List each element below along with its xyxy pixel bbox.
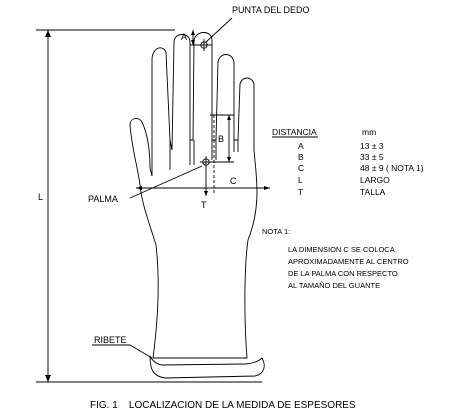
- table-row-key: A: [298, 141, 304, 151]
- table-header-mm: mm: [362, 127, 376, 137]
- figure-caption: FIG. 1 LOCALIZACION DE LA MEDIDA DE ESPE…: [90, 400, 356, 411]
- note-block: NOTA 1: LA DIMENSION C SE COLOCA APROXIM…: [262, 227, 409, 290]
- ribete-leader: [129, 344, 153, 359]
- note-line: APROXIMADAMENTE AL CENTRO: [288, 257, 409, 266]
- dim-l-arrow-top: [45, 30, 51, 37]
- note-line: LA DIMENSION C SE COLOCA: [288, 245, 395, 254]
- table-row-value: 13 ± 3: [360, 141, 384, 151]
- punta-leader: [205, 17, 233, 43]
- table-row-key: C: [298, 163, 304, 173]
- dim-l-label: L: [38, 192, 43, 202]
- dim-c-label: C: [230, 176, 237, 186]
- dim-a-arrow-bottom: [191, 40, 195, 45]
- table-row-value: TALLA: [360, 187, 386, 197]
- table-row-value: LARGO: [360, 175, 390, 185]
- dim-a-label: A: [181, 32, 187, 42]
- table-header-distancia: DISTANCIA: [272, 127, 317, 137]
- dim-b-label: B: [218, 134, 224, 144]
- note-title: NOTA 1:: [262, 227, 290, 236]
- dim-t-label: T: [201, 200, 207, 210]
- dim-a-arrow-top: [191, 30, 195, 35]
- table-row-key: T: [298, 187, 303, 197]
- palma-label: PALMA: [88, 194, 118, 204]
- finger-gap-lines: [169, 140, 239, 170]
- dim-c-arrow-left: [136, 186, 142, 190]
- table-row-key: B: [298, 152, 304, 162]
- dimension-table: DISTANCIA mm A 13 ± 3 B 33 ± 5 C 48 ± 9 …: [272, 127, 424, 197]
- ribete-label: RIBETE: [94, 335, 127, 345]
- table-row-key: L: [298, 175, 303, 185]
- cuff-ribete: [149, 355, 265, 379]
- table-row-value: 33 ± 5: [360, 152, 384, 162]
- punta-label: PUNTA DEL DEDO: [232, 5, 310, 15]
- note-line: DE LA PALMA CON RESPECTO: [288, 269, 398, 278]
- dim-t-arrow: [204, 191, 208, 196]
- glove-outline: [129, 32, 258, 359]
- dim-b-arrow-top: [227, 115, 231, 120]
- table-row-value: 48 ± 9 ( NOTA 1): [360, 163, 424, 173]
- dim-c-arrow-right: [264, 186, 270, 190]
- note-line: AL TAMAÑO DEL GUANTE: [288, 281, 380, 290]
- dim-b-arrow-bottom: [227, 157, 231, 162]
- dim-l-arrow-bottom: [45, 375, 51, 382]
- palma-leader: [129, 165, 203, 199]
